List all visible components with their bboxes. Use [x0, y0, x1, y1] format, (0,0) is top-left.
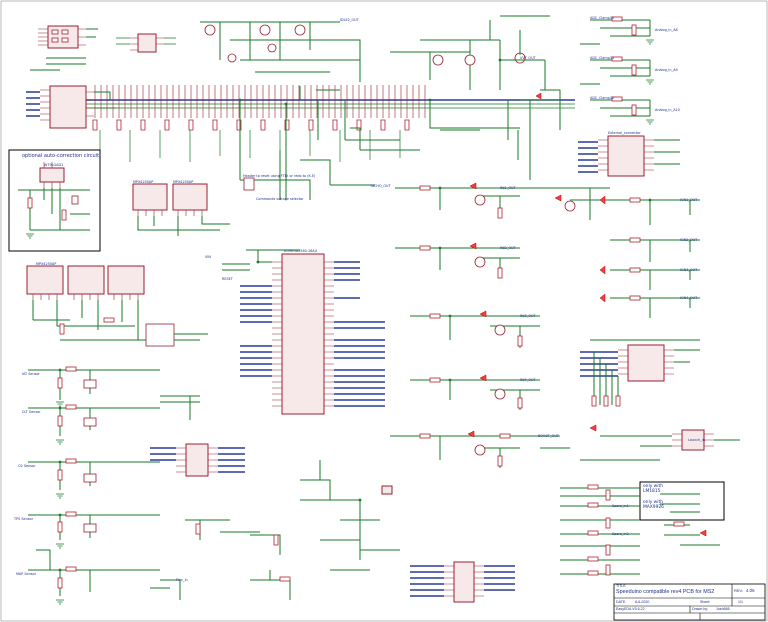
- sensor-label-clt: CLT Sensor: [22, 410, 41, 414]
- title-tag: TITLE: [616, 584, 626, 588]
- net-inj3: INJ3_OUT: [520, 314, 536, 318]
- output-drivers: [390, 182, 700, 468]
- mpx-label-3: MPX4250AP: [36, 262, 57, 266]
- net-launch: Launch_in: [688, 438, 706, 442]
- right-top-analog-channels: [578, 16, 680, 177]
- junction-dots: [58, 58, 652, 572]
- net-adc12: ADC_Clamp12: [590, 96, 615, 100]
- net-boost: BOOST_OUT: [538, 434, 559, 438]
- sensor-label-tps: TPS Sensor: [14, 517, 33, 521]
- net-vvt: VVT_OUT: [520, 56, 536, 60]
- only-with-4: MAX9926: [643, 505, 664, 510]
- net-ign4: IGN4_OUT: [680, 296, 698, 300]
- top-left-chips: [26, 25, 176, 129]
- net-ign2: IGN2_OUT: [680, 238, 698, 242]
- top-header-bus: [80, 99, 575, 109]
- middle-lower-area: [150, 395, 400, 600]
- sensor-label-o2: O2 Sensor: [18, 464, 36, 468]
- mcu-label: ATMEGA2560-16AU: [284, 249, 318, 253]
- drawn-label: Drawn by:: [692, 607, 709, 611]
- optional-correction-box: [8, 149, 101, 252]
- driver-ic-right: [580, 339, 700, 407]
- net-flex: Flex_in: [176, 578, 188, 582]
- net-spare1: Spare_in1: [612, 504, 629, 508]
- net-tacho: TACHO_OUT: [370, 184, 391, 188]
- mcu-atmega2560: [222, 249, 385, 415]
- regulator-note-2: Commands voltage selector: [256, 197, 304, 201]
- left-sensor-inputs: [28, 366, 160, 605]
- rev-value: 4.06: [746, 588, 755, 593]
- net-reset: RESET: [222, 277, 233, 281]
- net-adc11: ADC_Clamp11: [590, 56, 615, 60]
- date-label: DATE:: [616, 600, 627, 604]
- bottom-right-ladder: [560, 484, 640, 576]
- tool-label: EasyEDA V5.6.22: [616, 607, 645, 611]
- sheet-value: 1/1: [738, 600, 743, 604]
- title-block-frame: [613, 583, 766, 621]
- header-pin-array: [92, 85, 426, 162]
- regulator-area: [239, 92, 542, 200]
- sensor-label-iat: IAT Sensor: [22, 372, 40, 376]
- mpx-label-2: MPX4250AP: [173, 180, 194, 184]
- only-with-2: LM1815: [643, 489, 661, 494]
- net-inj2: INJ2_OUT: [500, 246, 516, 250]
- drawn-value: Josh666: [716, 607, 730, 611]
- net-inj1: INJ1_OUT: [500, 186, 516, 190]
- net-idle1: IDLE2_OUT: [340, 18, 359, 22]
- regulator-note-1: Header to reset using FTDI or redo to (K…: [243, 174, 316, 178]
- only-with-3: only with: [643, 500, 663, 505]
- bottom-connector: [410, 561, 515, 603]
- external-connector-label: External_connector: [608, 131, 641, 135]
- net-ign3: IGN3_OUT: [680, 268, 698, 272]
- net-inj4: INJ4_OUT: [520, 378, 536, 382]
- right-lower-ic: [580, 429, 740, 546]
- net-adc10: ADC_Clamp10: [590, 16, 615, 20]
- optional-chip-label: W79LGAD1: [44, 163, 64, 167]
- only-with-1: only with: [643, 484, 663, 489]
- rev-label: REV:: [734, 588, 744, 593]
- net-analog-a8: Analog_in_A8: [655, 28, 678, 32]
- mpx-sensors: [26, 183, 230, 347]
- net-ign1: IGN1_OUT: [680, 198, 698, 202]
- date-value: 8-6-2020: [635, 600, 650, 604]
- sensor-label-map: MAP Sensor: [16, 572, 36, 576]
- optional-box-title: optional auto-correction circuit: [22, 153, 100, 159]
- net-analog-a10: Analog_in_A10: [655, 108, 680, 112]
- sheet-label: Sheet:: [700, 600, 711, 604]
- net-analog-a9: Analog_in_A9: [655, 68, 678, 72]
- net-spare2: Spare_in2: [612, 532, 629, 536]
- mpx-label-1: MPX4250AP: [133, 180, 154, 184]
- top-transistor-row: [200, 15, 561, 130]
- title-main: Speeduino compatible rev4 PCB for MS2: [616, 589, 715, 595]
- net-vin: VIN: [205, 255, 211, 259]
